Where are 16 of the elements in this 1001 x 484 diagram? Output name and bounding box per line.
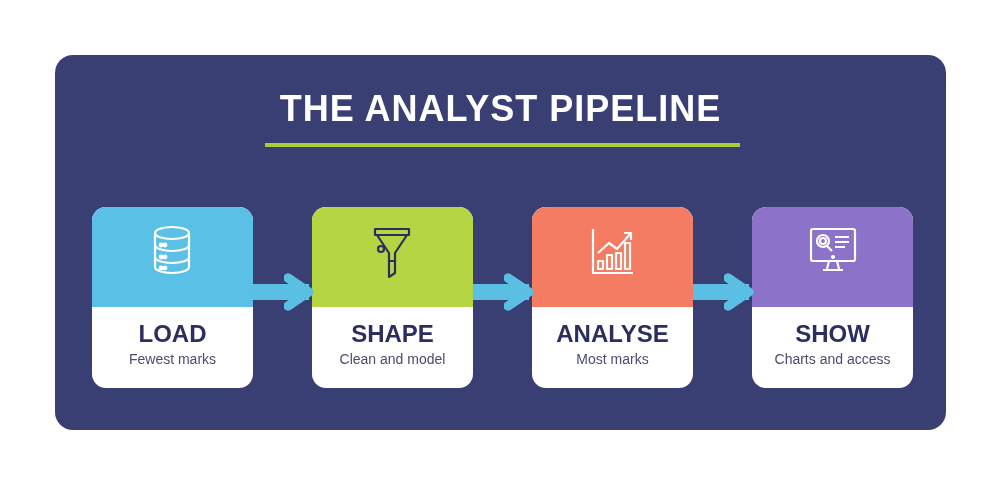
step-description: Fewest marks [127,351,218,367]
step-title: LOAD [137,320,208,348]
title: THE ANALYST PIPELINE [278,88,723,130]
step-title: SHOW [794,320,871,348]
arrow [253,273,314,311]
process-card [532,207,693,388]
arrow [693,273,754,311]
process-card [312,207,473,388]
step-title: ANALYSE [555,320,670,348]
arrow [473,273,534,311]
process-card [752,207,913,388]
process-card [92,207,253,388]
step-description: Charts and access [773,351,892,367]
step-description: Most marks [575,351,650,367]
step-title: SHAPE [350,320,435,348]
step-description: Clean and model [338,351,447,367]
